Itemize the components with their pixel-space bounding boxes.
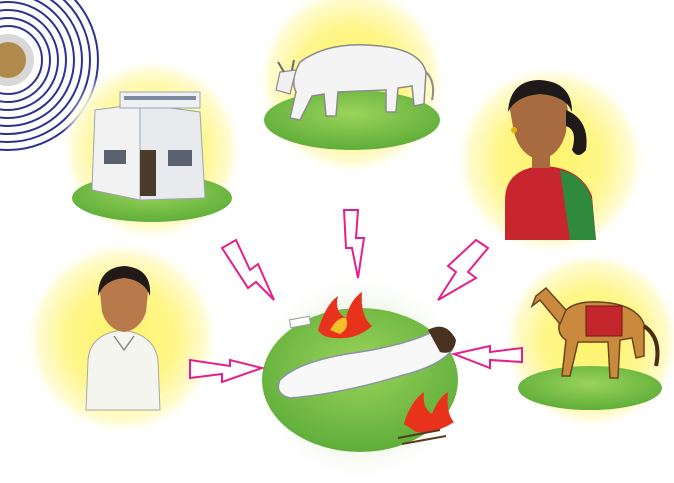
- house-icon: [92, 92, 205, 200]
- cow-panel: [256, 0, 448, 176]
- woman-panel: [454, 64, 646, 256]
- center-panel: [252, 270, 468, 483]
- house-panel: [60, 58, 244, 242]
- horse-panel: [502, 250, 674, 430]
- man-panel: [24, 240, 220, 436]
- arrow-from-house: [222, 240, 274, 300]
- arrow-from-woman: [438, 240, 488, 300]
- arrow-from-cow: [344, 210, 364, 278]
